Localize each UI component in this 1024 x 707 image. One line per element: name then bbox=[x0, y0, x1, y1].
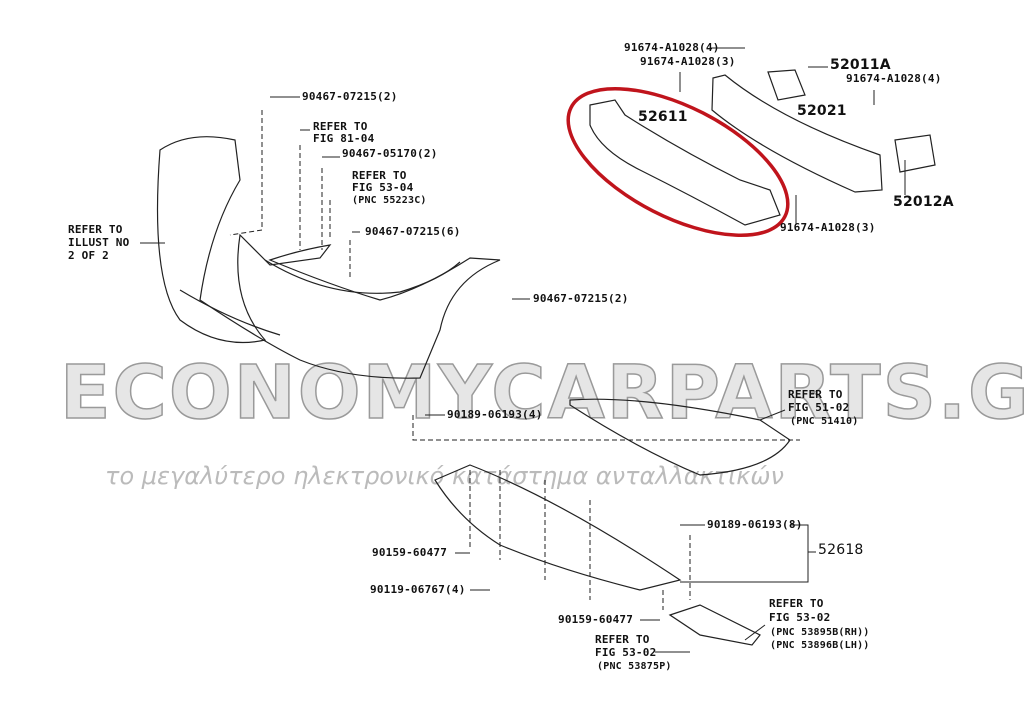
label-refer-illust-a: REFER TO bbox=[68, 223, 123, 236]
label-52012a: 52012A bbox=[893, 194, 954, 210]
label-refer-53-02-c: (PNC 53875P) bbox=[597, 661, 672, 672]
label-refer-81-04-a: REFER TO bbox=[313, 120, 368, 133]
label-91674-a1028-3-bottom: 91674-A1028(3) bbox=[780, 221, 876, 234]
label-90467-07215-2-mid: 90467-07215(2) bbox=[533, 292, 629, 305]
label-refer-51-02-c: (PNC 51410) bbox=[790, 416, 859, 427]
label-refer-illust-c: 2 OF 2 bbox=[68, 249, 109, 262]
part-52021 bbox=[711, 74, 883, 193]
part-52618 bbox=[434, 464, 682, 591]
label-90119-06767: 90119-06767(4) bbox=[370, 583, 466, 596]
label-90467-07215-6: 90467-07215(6) bbox=[365, 225, 461, 238]
label-52011a: 52011A bbox=[830, 57, 891, 73]
label-refer-53-04-c: (PNC 55223C) bbox=[352, 195, 427, 206]
label-90159-60477-left: 90159-60477 bbox=[372, 546, 448, 559]
label-refer-51-02-a: REFER TO bbox=[788, 388, 843, 401]
label-refer-53-04-b: FIG 53-04 bbox=[352, 181, 414, 194]
bumper-cover bbox=[156, 136, 501, 379]
part-52012A bbox=[894, 134, 936, 173]
label-91674-a1028-4-top: 91674-A1028(4) bbox=[624, 41, 720, 54]
part-51410-cover bbox=[569, 398, 791, 476]
label-refer-53-02-b: FIG 53-02 bbox=[595, 646, 657, 659]
label-52611: 52611 bbox=[638, 109, 688, 125]
label-90189-06193-8: 90189-06193(8) bbox=[707, 518, 803, 531]
label-91674-a1028-4-right: 91674-A1028(4) bbox=[846, 72, 942, 85]
label-90189-06193-4: 90189-06193(4) bbox=[447, 408, 543, 421]
highlight-ellipse bbox=[566, 86, 790, 238]
watermark-brand: ECONOMYCARPARTS.GR bbox=[59, 349, 1024, 437]
label-refer-81-04-b: FIG 81-04 bbox=[313, 132, 375, 145]
label-refer-51-02-b: FIG 51-02 bbox=[788, 401, 850, 414]
part-52011A bbox=[767, 69, 806, 101]
label-pnc-53896b: (PNC 53896B(LH)) bbox=[770, 640, 870, 651]
label-refer-53-04-a: REFER TO bbox=[352, 169, 407, 182]
label-90159-60477-right: 90159-60477 bbox=[558, 613, 634, 626]
label-52021: 52021 bbox=[797, 103, 847, 119]
part-52611 bbox=[589, 99, 781, 226]
label-refer-53-02-rh-a: REFER TO bbox=[769, 597, 824, 610]
label-90467-07215-2-top: 90467-07215(2) bbox=[302, 90, 398, 103]
label-pnc-53895b: (PNC 53895B(RH)) bbox=[770, 627, 870, 638]
label-refer-illust-b: ILLUST NO bbox=[68, 236, 130, 249]
part-53895B bbox=[668, 604, 761, 646]
label-91674-a1028-3-top: 91674-A1028(3) bbox=[640, 55, 736, 68]
label-52618: 52618 bbox=[818, 542, 864, 558]
label-refer-53-02-rh-b: FIG 53-02 bbox=[769, 611, 831, 624]
label-90467-05170: 90467-05170(2) bbox=[342, 147, 438, 160]
label-refer-53-02-a: REFER TO bbox=[595, 633, 650, 646]
